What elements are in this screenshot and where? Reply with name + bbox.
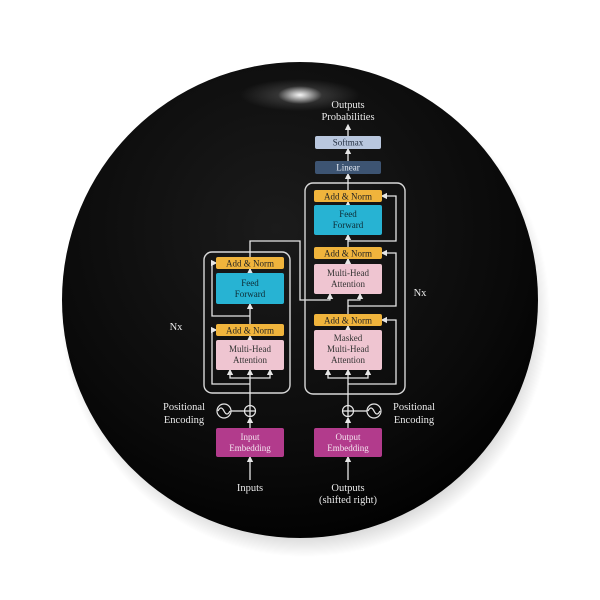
encoder-add-norm-top-label: Add & Norm [226, 259, 274, 269]
outputs-shifted-label-2: (shifted right) [319, 495, 378, 506]
decoder-masked-attention-label-3: Attention [331, 355, 365, 365]
decoder-residual-3 [348, 192, 397, 242]
decoder-feed-forward [314, 205, 382, 235]
decoder-residual-1 [348, 316, 397, 385]
encoder-attention-label-1: Multi-Head [229, 344, 271, 354]
softmax-label: Softmax [333, 138, 364, 148]
decoder-add-norm-2-label: Add & Norm [324, 249, 372, 259]
decoder-residual-2 [348, 249, 397, 307]
decoder-add-icon [341, 404, 355, 418]
output-probabilities-label-1: Outputs [331, 100, 364, 111]
encoder: Add & Norm Feed Forward Add & Norm Multi… [163, 240, 334, 494]
decoder-positional-encoding-label-1: Positional [393, 402, 435, 413]
decoder-nx-label: Nx [414, 288, 428, 299]
encoder-sine-wave [217, 407, 231, 415]
gloss-glare [240, 79, 360, 111]
encoder-add-icon [243, 404, 257, 418]
decoder-add-norm-2 [314, 247, 382, 259]
encoder-input-embedding-label-2: Embedding [229, 443, 271, 453]
encoder-add-norm-bottom-label: Add & Norm [226, 326, 274, 336]
encoder-feed-forward-label-1: Feed [241, 278, 259, 288]
decoder-add-norm-3-label: Add & Norm [324, 316, 372, 326]
encoder-add-norm-bottom [216, 324, 284, 336]
decoder-cross-attention [314, 264, 382, 294]
linear-label: Linear [336, 163, 359, 173]
inputs-label: Inputs [237, 483, 263, 494]
decoder-feed-forward-label-2: Forward [333, 220, 364, 230]
encoder-attention [216, 340, 284, 370]
encoder-stack-frame [203, 251, 291, 394]
decoder-cross-attention-label-1: Multi-Head [327, 268, 369, 278]
decoder-feed-forward-label-1: Feed [339, 209, 357, 219]
encoder-to-decoder-wire [249, 240, 334, 301]
decoder-masked-inputs [324, 368, 349, 384]
encoder-residual-1 [210, 326, 250, 385]
softmax-block [315, 136, 381, 149]
decoder-output-embedding-label-2: Embedding [327, 443, 369, 453]
decoder: Softmax Linear Add & Norm Feed Forward A… [304, 123, 435, 506]
decoder-masked-attention [314, 330, 382, 370]
encoder-attention-label-2: Attention [233, 355, 267, 365]
decoder-add-norm-3 [314, 314, 382, 326]
encoder-feed-forward-label-2: Forward [235, 289, 266, 299]
encoder-input-embedding-label-1: Input [241, 432, 260, 442]
decoder-cross-attention-label-2: Attention [331, 279, 365, 289]
decoder-masked-attention-label-2: Multi-Head [327, 344, 369, 354]
encoder-input-embedding [216, 428, 284, 457]
outputs-shifted-label-1: Outputs [331, 483, 364, 494]
decoder-stack-frame [304, 182, 406, 395]
decoder-masked-input-right [348, 368, 372, 379]
decoder-add-norm-1-label: Add & Norm [324, 192, 372, 202]
encoder-add-norm-top [216, 257, 284, 269]
decoder-positional-encoding-label-2: Encoding [394, 415, 435, 426]
encoder-positional-encoding-label-2: Encoding [164, 415, 205, 426]
encoder-residual-2 [210, 259, 250, 317]
decoder-sine-wave [367, 407, 381, 415]
encoder-attn-input-right [250, 368, 274, 379]
decoder-norm-to-cross [347, 292, 364, 314]
decoder-masked-attention-label-1: Masked [334, 333, 363, 343]
encoder-positional-encoding-label-1: Positional [163, 402, 205, 413]
encoder-attn-inputs [226, 368, 251, 384]
encoder-nx-label: Nx [170, 322, 184, 333]
decoder-add-norm-1 [314, 190, 382, 202]
output-probabilities-label-2: Probabilities [321, 112, 374, 123]
encoder-feed-forward [216, 273, 284, 304]
decoder-output-embedding-label-1: Output [335, 432, 361, 442]
decoder-output-embedding [314, 428, 382, 457]
linear-block [315, 161, 381, 174]
